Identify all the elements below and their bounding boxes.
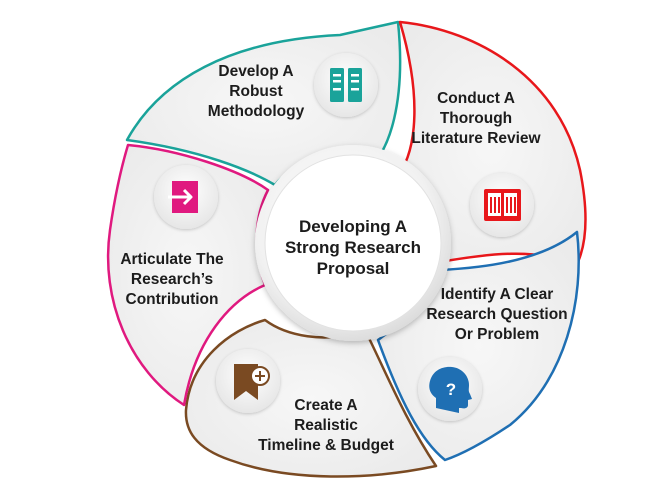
timeline-line-1: Create A <box>294 397 358 414</box>
methodology-line-3: Methodology <box>207 103 305 120</box>
contribution-line-3: Contribution <box>125 291 219 308</box>
label-timeline: Create A Realistic Timeline & Budget <box>256 396 396 456</box>
methodology-line-2: Robust <box>229 83 283 100</box>
center-title-line-2: Strong Research <box>284 238 422 257</box>
label-question: Identify A Clear Research Question Or Pr… <box>424 285 570 345</box>
methodology-line-1: Develop A <box>218 63 294 80</box>
center-circle-inner <box>264 154 442 332</box>
svg-text:?: ? <box>446 380 456 399</box>
timeline-line-2: Realistic <box>294 417 358 434</box>
center-title: Developing A Strong Research Proposal <box>268 216 438 279</box>
bookmark-plus-icon <box>234 364 270 400</box>
contribution-line-2: Research’s <box>130 271 214 288</box>
question-line-3: Or Problem <box>454 326 540 343</box>
head-question-icon: ? <box>429 366 472 413</box>
literature-line-1: Conduct A <box>437 90 515 107</box>
center-title-line-3: Proposal <box>316 259 390 278</box>
literature-line-3: Literature Review <box>411 130 541 147</box>
icon-bubble-methodology <box>314 53 378 117</box>
petal-contribution <box>106 143 270 407</box>
open-book-icon <box>484 189 521 221</box>
question-line-2: Research Question <box>426 306 568 323</box>
question-line-1: Identify A Clear <box>440 286 554 303</box>
label-contribution: Articulate The Research’s Contribution <box>112 250 232 310</box>
center-title-line-1: Developing A <box>299 217 407 236</box>
sign-in-icon <box>168 181 198 213</box>
literature-line-2: Thorough <box>439 110 513 127</box>
timeline-line-3: Timeline & Budget <box>258 437 394 454</box>
label-literature: Conduct A Thorough Literature Review <box>408 89 544 149</box>
label-methodology: Develop A Robust Methodology <box>196 62 316 122</box>
contribution-line-1: Articulate The <box>120 251 224 268</box>
bookshelf-icon <box>330 68 362 102</box>
